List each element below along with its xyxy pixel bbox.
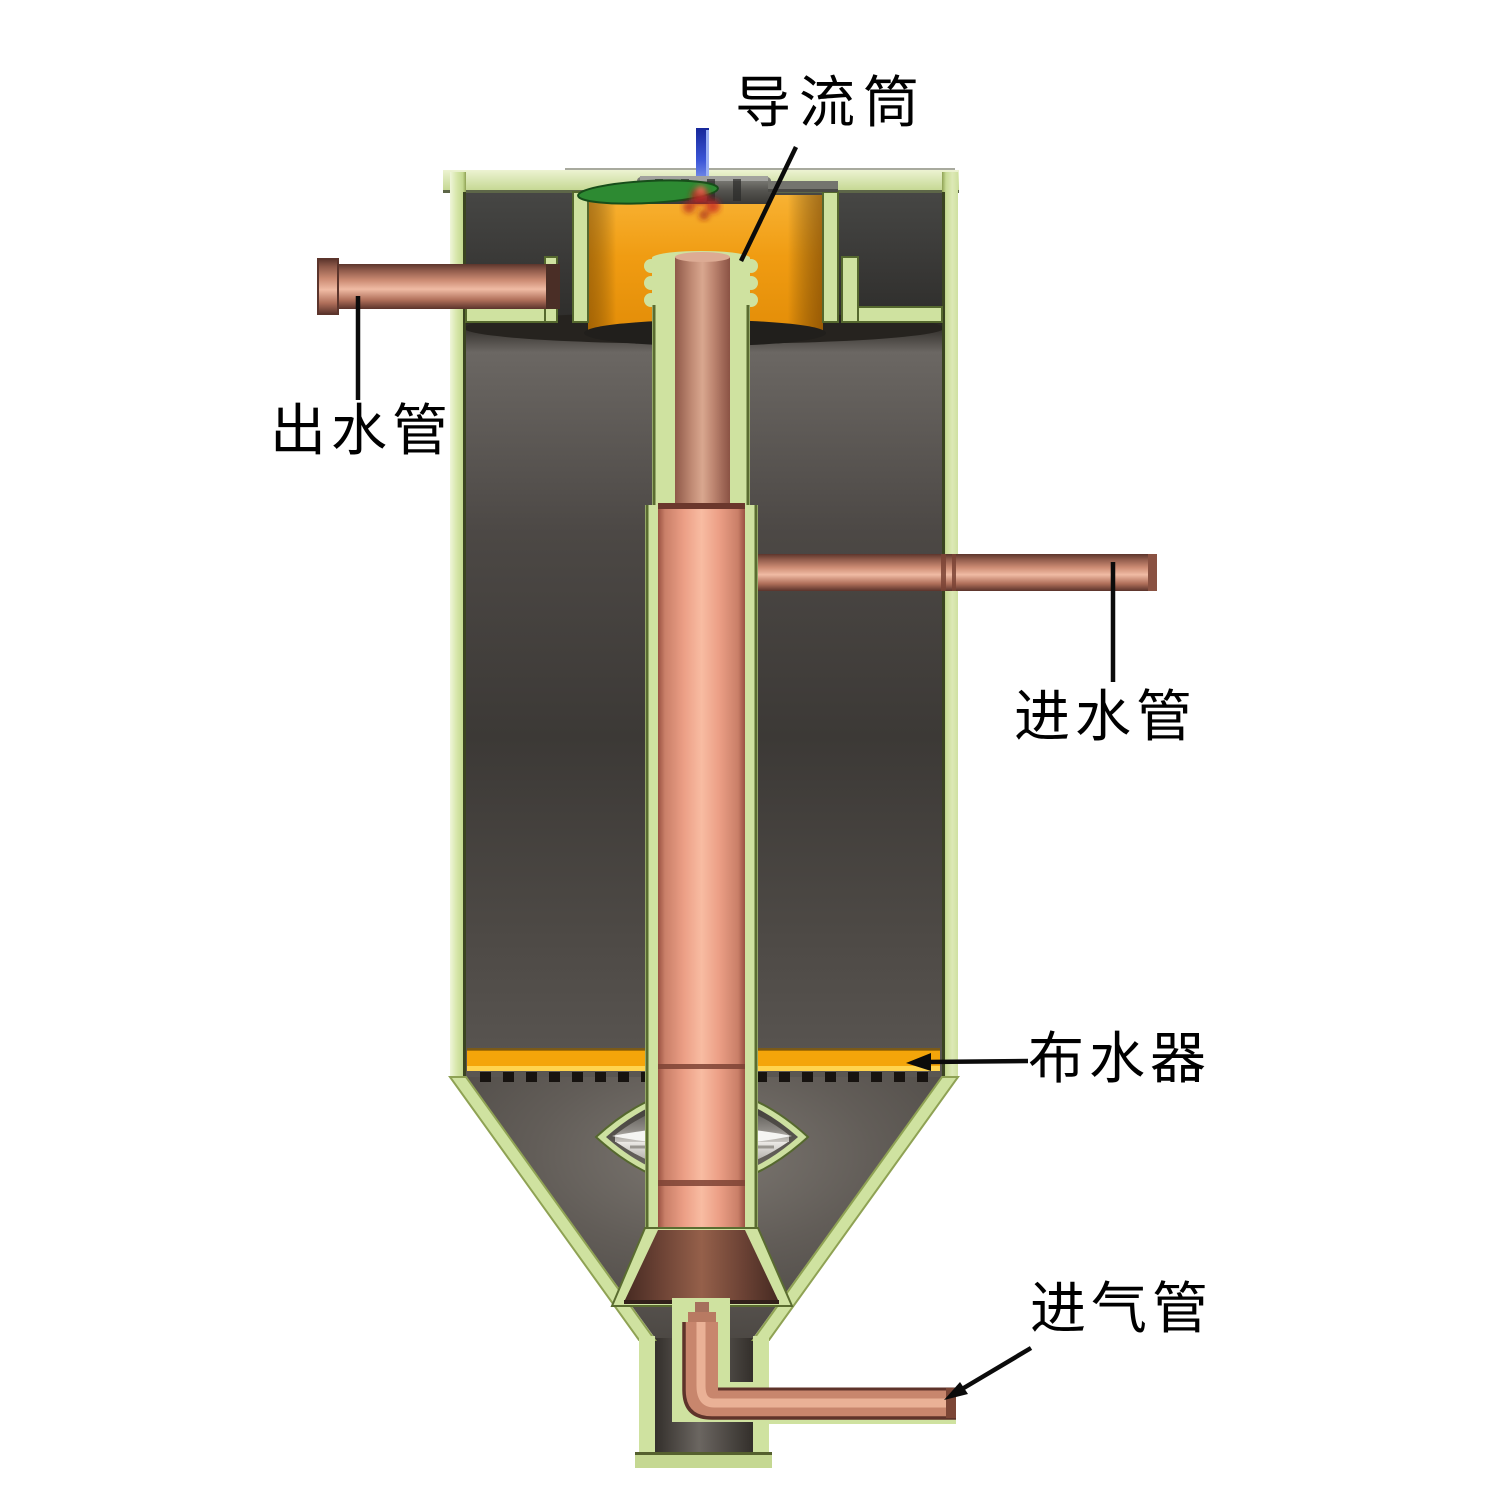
drive-shaft-highlight [706, 130, 709, 180]
cap-slat [733, 179, 741, 201]
neck-bottom-cap [635, 1452, 772, 1468]
leader-distributor-arrowhead [906, 1053, 931, 1071]
outlet-pipe-body [336, 264, 560, 309]
drive-shaft [696, 128, 709, 186]
leader-draft-tube [738, 146, 799, 262]
label-outlet-pipe: 出水管 [270, 399, 453, 464]
sleeve-thread-bump [644, 259, 658, 273]
right-wall-inner-edge [942, 192, 945, 1077]
separator-partition-right [822, 191, 839, 323]
draft-tube-top-cap [675, 252, 730, 262]
right-wall [942, 172, 958, 1077]
neck-bottom-cap-edge [635, 1452, 772, 1455]
sleeve-thread-bump [644, 293, 658, 307]
gear-cap-top-strip [640, 176, 768, 181]
label-water-distributor: 布水器 [1028, 1027, 1211, 1092]
vessel-shell [443, 168, 960, 1468]
sleeve-thread-bump [744, 276, 758, 290]
label-air-inlet-pipe: 进气管 [1030, 1277, 1213, 1342]
air-pipe-elbow [684, 1322, 956, 1418]
outlet-pipe [317, 258, 560, 315]
label-inlet-pipe: 进水管 [1014, 685, 1197, 750]
leader-distributor [925, 1058, 1029, 1065]
inlet-pipe-ring-1 [941, 554, 946, 591]
outlet-funnel [624, 1230, 779, 1302]
nozzle-tip [695, 1302, 709, 1314]
air-pipe-highlight [696, 1322, 952, 1408]
draft-tube-assembly [610, 251, 794, 1307]
air-inlet-elbow [672, 1298, 956, 1424]
separator-partition-left [572, 191, 589, 323]
left-wall [450, 172, 466, 1077]
right-trough-lip [841, 256, 859, 323]
downcomer-ring-1 [658, 1064, 745, 1069]
leader-air-inlet [955, 1346, 1033, 1394]
right-trough-shelf [850, 306, 943, 323]
neck-wall-left [639, 1336, 655, 1458]
air-pipe-end [946, 1388, 956, 1418]
leader-lines [355, 146, 1116, 1400]
label-draft-tube: 导流筒 [735, 71, 927, 136]
inlet-pipe-ring-2 [952, 554, 956, 591]
inlet-pipe [744, 554, 1157, 591]
left-trough-shelf [465, 306, 558, 323]
air-pipe-outer-edge [682, 1322, 956, 1420]
inlet-pipe-end [1148, 554, 1157, 591]
left-wall-inner-edge [463, 192, 466, 1077]
sleeve-thread-bump [744, 259, 758, 273]
external-pipe-underline [766, 1418, 956, 1424]
sleeve-thread-bump [744, 293, 758, 307]
downcomer-ring-2 [658, 1180, 745, 1186]
downcomer-pipe [658, 503, 745, 1232]
red-coupling [683, 186, 720, 220]
leader-air-inlet-arrowhead [944, 1382, 968, 1400]
sleeve-thread-bump [644, 276, 658, 290]
cap-side-bar [768, 181, 838, 191]
outlet-pipe-end-cap [546, 264, 560, 309]
downcomer-shoulder [658, 503, 745, 509]
inlet-pipe-body [744, 554, 1157, 591]
outlet-pipe-flange [317, 258, 339, 315]
draft-tube-upper [675, 257, 730, 505]
drive-cap-assembly [577, 128, 838, 220]
green-disc [577, 179, 719, 205]
cap-side-bar-edge [768, 189, 838, 192]
